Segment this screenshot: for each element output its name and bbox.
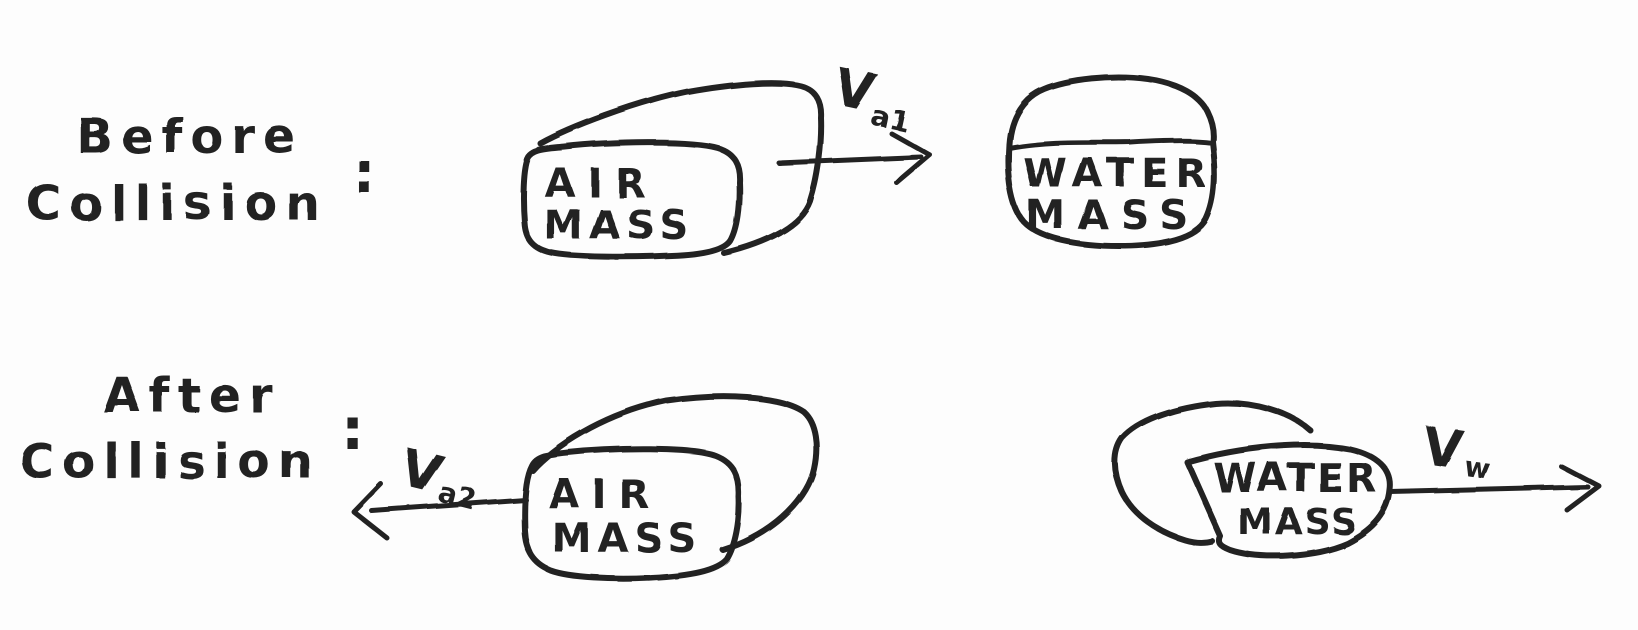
after-water-mass-label-line1: WATER xyxy=(1213,456,1379,502)
before-label-line2: Collision xyxy=(26,176,328,232)
after-label-line1: After xyxy=(103,368,280,424)
before-air-mass-body xyxy=(520,139,743,261)
va1-arrowhead-icon xyxy=(888,130,933,186)
va1-subscript: a1 xyxy=(867,98,911,138)
after-section: After Collision : V a2 AIR MASS xyxy=(19,368,1602,582)
va1-arrow xyxy=(776,130,933,186)
after-water-mass-label-line2: MASS xyxy=(1237,502,1359,543)
before-water-mass-outline xyxy=(1005,74,1218,249)
before-water-mass-label-line2: MASS xyxy=(1026,193,1201,239)
after-label-colon: : xyxy=(340,394,363,462)
after-air-mass-outer-shape xyxy=(530,393,820,553)
before-water-mass-surface-line xyxy=(1006,137,1214,151)
va2-velocity-label: V a2 xyxy=(395,438,481,517)
vw-symbol: V xyxy=(1419,417,1467,482)
va2-arrowhead-icon xyxy=(351,481,390,541)
after-label-line2: Collision xyxy=(19,434,321,490)
before-air-mass-outer-shape xyxy=(538,80,825,256)
after-water-mass-outer-shape xyxy=(1111,399,1313,546)
vw-velocity-label: V w xyxy=(1419,417,1493,486)
vw-arrow xyxy=(1387,463,1602,513)
before-water-mass-label-line1: WATER xyxy=(1023,151,1214,197)
after-water-mass-body xyxy=(1184,442,1394,559)
va2-arrow xyxy=(351,481,529,541)
vw-arrowhead-icon xyxy=(1558,463,1602,513)
after-air-mass-label-line1: AIR xyxy=(549,472,662,518)
before-label-line1: Before xyxy=(76,109,303,165)
after-air-mass-label-line2: MASS xyxy=(552,516,703,562)
before-section: Before Collision : AIR MASS V a1 xyxy=(26,57,1218,261)
before-air-mass-label-line1: AIR xyxy=(545,161,658,207)
va1-velocity-label: V a1 xyxy=(828,57,911,138)
before-label-colon: : xyxy=(352,138,375,206)
vw-subscript: w xyxy=(1462,450,1492,486)
before-air-mass-label-line2: MASS xyxy=(544,203,695,249)
after-air-mass-body xyxy=(521,446,743,582)
va2-subscript: a2 xyxy=(435,476,480,517)
